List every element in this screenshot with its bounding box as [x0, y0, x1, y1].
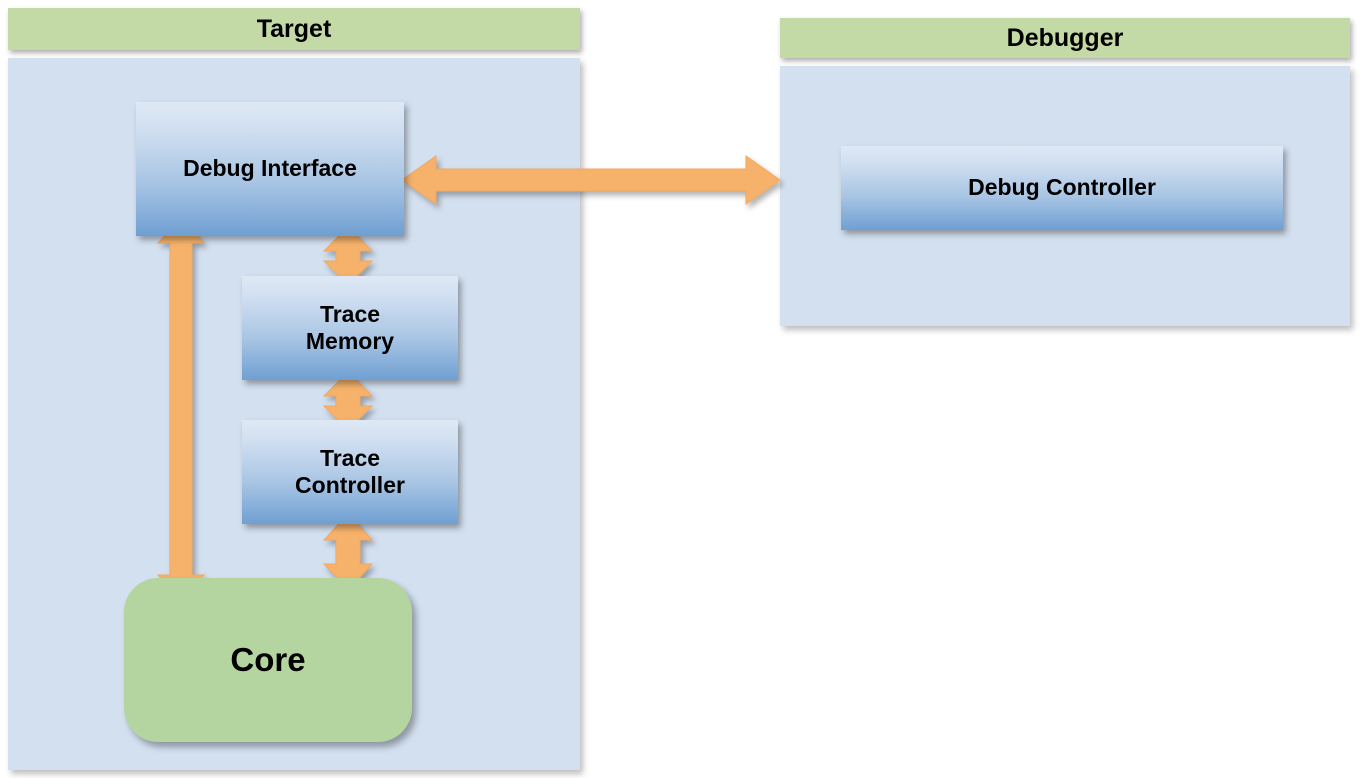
node-debug-controller-label: Debug Controller — [968, 174, 1156, 201]
node-trace-controller-label-line2: Controller — [295, 472, 405, 498]
panel-target-title: Target — [256, 14, 332, 43]
node-debug-interface[interactable]: Debug Interface — [136, 102, 404, 236]
node-core[interactable]: Core — [124, 578, 412, 742]
arrow-debug-interface-to-debug-controller — [401, 152, 781, 208]
panel-debugger-title: Debugger — [1006, 23, 1124, 52]
arrow-debug-interface-to-core — [156, 217, 206, 601]
node-debug-controller[interactable]: Debug Controller — [841, 146, 1283, 230]
panel-target-header: Target — [8, 8, 580, 50]
node-trace-memory-label-line1: Trace — [319, 300, 381, 327]
panel-debugger-header: Debugger — [780, 18, 1350, 58]
node-debug-interface-label: Debug Interface — [183, 155, 357, 182]
node-trace-controller-label-line1: Trace — [319, 444, 381, 471]
node-trace-controller[interactable]: Trace Controller — [242, 420, 458, 524]
node-trace-memory-label-line2: Memory — [305, 328, 395, 354]
node-trace-memory[interactable]: Trace Memory — [242, 276, 458, 380]
node-core-label: Core — [230, 641, 306, 678]
